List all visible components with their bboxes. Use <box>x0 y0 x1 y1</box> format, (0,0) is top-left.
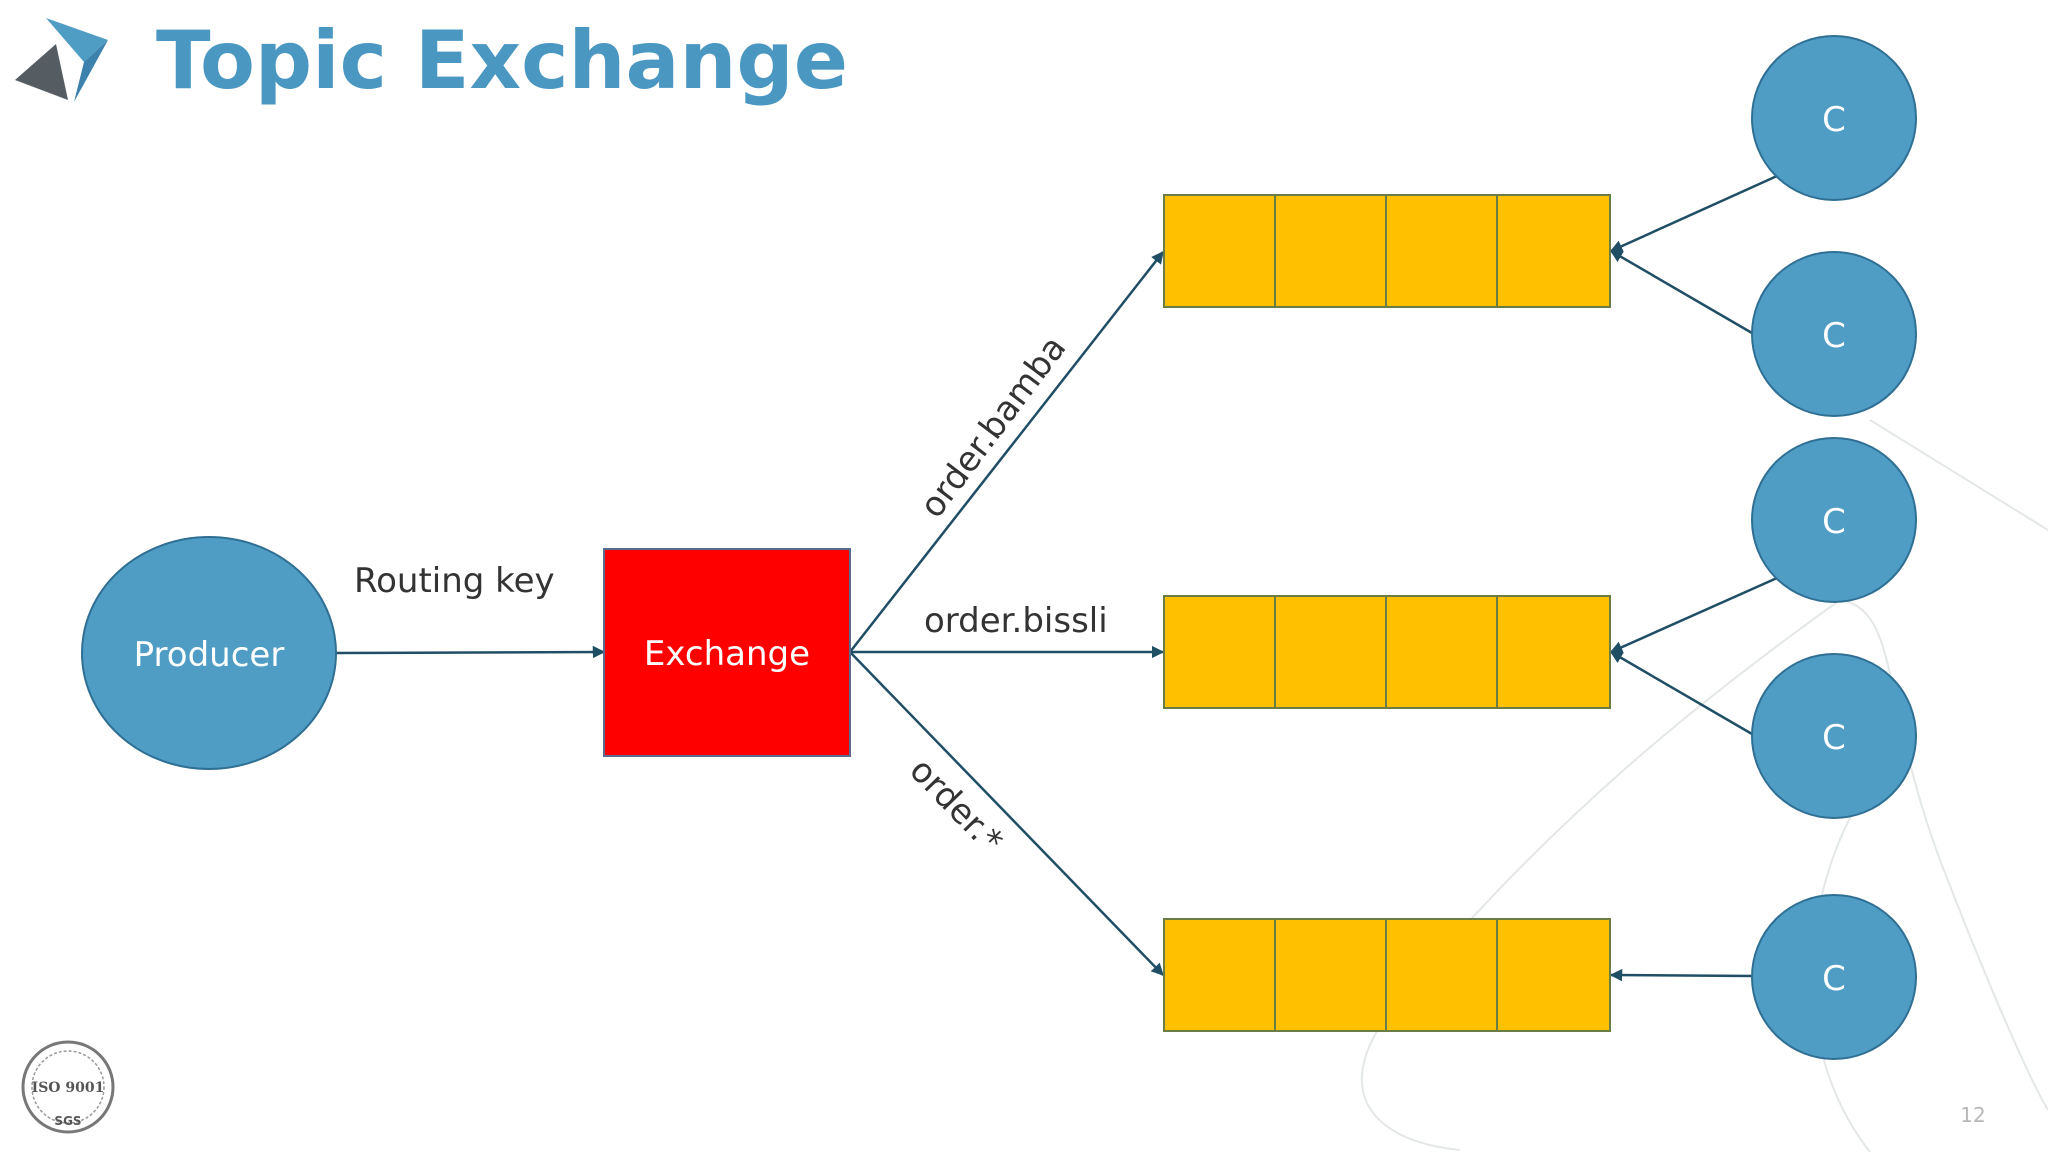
producer-to-exchange-arrow <box>335 645 606 659</box>
queue-3 <box>1163 918 1611 1032</box>
page-title: Topic Exchange <box>156 14 848 107</box>
queue-2-cell <box>1385 595 1498 709</box>
consumer-2-arrow <box>1609 249 1753 335</box>
queue-2-cell <box>1496 595 1611 709</box>
binding-label-order-bamba: order.bamba <box>912 329 1074 526</box>
queue-2-cell <box>1163 595 1276 709</box>
consumer-node-5: C <box>1751 894 1917 1060</box>
exchange-node: Exchange <box>603 548 851 757</box>
producer-label: Producer <box>134 635 285 675</box>
consumer-label: C <box>1822 100 1846 140</box>
background-decoration <box>1360 419 2048 1152</box>
consumer-3-arrow <box>1609 576 1778 654</box>
queue-3-cell <box>1274 918 1387 1032</box>
connector-arrows <box>335 174 1778 982</box>
routing-key-label: Routing key <box>354 561 555 601</box>
consumer-node-4: C <box>1751 653 1917 819</box>
binding-label-order-wildcard: order.* <box>902 750 1011 861</box>
queue-3-cell <box>1385 918 1498 1032</box>
queue-1-cell <box>1163 194 1276 308</box>
company-logo-icon <box>15 18 108 102</box>
binding-label-order-bissli: order.bissli <box>924 601 1108 641</box>
queue-1-cell <box>1274 194 1387 308</box>
consumer-label: C <box>1822 316 1846 356</box>
queue-2 <box>1163 595 1611 709</box>
iso-badge-text: ISO 9001 <box>32 1080 105 1096</box>
exchange-label: Exchange <box>644 634 810 674</box>
consumer-node-2: C <box>1751 251 1917 417</box>
queue-1-cell <box>1385 194 1498 308</box>
queue-1 <box>1163 194 1611 308</box>
consumer-label: C <box>1822 502 1846 542</box>
page-number: 12 <box>1960 1103 1985 1127</box>
consumer-node-1: C <box>1751 35 1917 201</box>
queue-3-cell <box>1163 918 1276 1032</box>
binding-arrow-order-wildcard <box>849 651 1164 976</box>
consumer-node-3: C <box>1751 437 1917 603</box>
consumer-5-arrow <box>1609 968 1753 982</box>
consumer-4-arrow <box>1609 650 1753 736</box>
queue-3-cell <box>1496 918 1611 1032</box>
consumer-label: C <box>1822 718 1846 758</box>
producer-node: Producer <box>81 536 337 770</box>
queue-2-cell <box>1274 595 1387 709</box>
consumer-1-arrow <box>1609 174 1778 253</box>
consumer-label: C <box>1822 959 1846 999</box>
iso-badge-brand: SGS <box>54 1114 81 1128</box>
queue-1-cell <box>1496 194 1611 308</box>
iso-9001-badge: ISO 9001 SGS <box>21 1040 115 1134</box>
binding-arrow-order-bamba <box>849 251 1164 653</box>
